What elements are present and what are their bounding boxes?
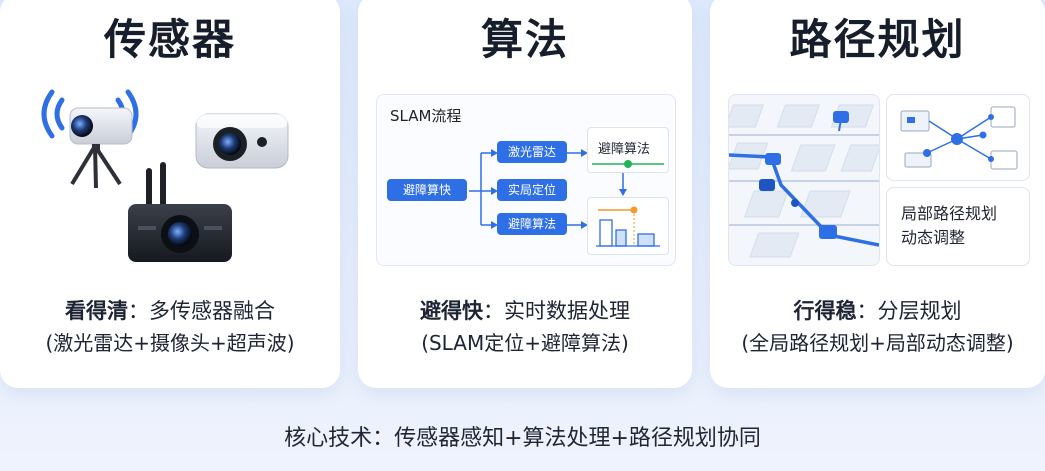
flow-node-lidar: 激光雷达 — [497, 141, 567, 163]
slam-flow-diagram: SLAM流程 避障算快 激光雷达 实局定位 避障算法 — [376, 94, 676, 266]
local-planning-panel: 局部路径规划 动态调整 — [886, 187, 1030, 266]
radar-sensor-icon — [128, 162, 232, 262]
sensor-caption-bold: 看得清 — [65, 299, 128, 323]
flow-chart-box — [587, 197, 669, 255]
core-technology-summary: 核心技术：传感器感知+算法处理+路径规划协同 — [284, 426, 761, 451]
local-planning-line2: 动态调整 — [901, 228, 966, 247]
path-planning-caption-detail: (全局路径规划+局部动态调整) — [741, 331, 1014, 355]
algorithm-caption-bold: 避得快 — [420, 299, 483, 323]
slam-flow-connectors — [469, 149, 627, 229]
flow-result-label: 避障算法 — [598, 142, 651, 157]
slam-flow-title: SLAM流程 — [390, 107, 462, 125]
local-planning-line1: 局部路径规划 — [901, 204, 998, 223]
path-planning-caption-bold: 行得稳 — [793, 299, 857, 323]
flow-node-start: 避障算快 — [387, 179, 467, 201]
algorithm-caption: 避得快：实时数据处理 (SLAM定位+避障算法) — [358, 296, 692, 358]
sensor-card-title: 传感器 — [103, 15, 236, 64]
flow-result-indicator — [592, 160, 664, 168]
path-planning-caption: 行得稳：分层规划 (全局路径规划+局部动态调整) — [710, 296, 1045, 358]
sensor-card: 传感器 — [0, 0, 340, 388]
box-camera-icon — [195, 113, 289, 169]
sensor-caption: 看得清：多传感器融合 (激光雷达+摄像头+超声波) — [0, 296, 340, 358]
flow-node-localization: 实局定位 — [497, 179, 567, 201]
flow-node-avoidance: 避障算法 — [497, 213, 567, 235]
robot-marker-icon — [759, 111, 849, 239]
sensor-caption-rest: ：多传感器融合 — [128, 299, 275, 323]
sensor-caption-detail: (激光雷达+摄像头+超声波) — [45, 331, 295, 355]
planning-network-panel — [886, 94, 1030, 181]
algorithm-card: 算法 SLAM流程 避障算快 激光雷达 实局定位 避障算法 — [358, 0, 692, 388]
sensor-devices-illustration — [41, 89, 289, 262]
city-map-illustration — [729, 104, 879, 258]
flow-result-box: 避障算法 — [587, 127, 669, 173]
planning-network-icon — [900, 106, 1018, 170]
path-planning-card: 路径规划 — [710, 0, 1045, 388]
mini-bar-chart-icon — [596, 206, 660, 247]
algorithm-card-title: 算法 — [480, 15, 569, 64]
algorithm-caption-detail: (SLAM定位+避障算法) — [421, 331, 629, 355]
path-planning-caption-rest: ：分层规划 — [856, 299, 962, 323]
global-path-map — [728, 94, 880, 266]
tripod-camera-icon — [69, 107, 133, 189]
path-planning-card-title: 路径规划 — [789, 15, 966, 64]
algorithm-caption-rest: ：实时数据处理 — [483, 299, 630, 323]
